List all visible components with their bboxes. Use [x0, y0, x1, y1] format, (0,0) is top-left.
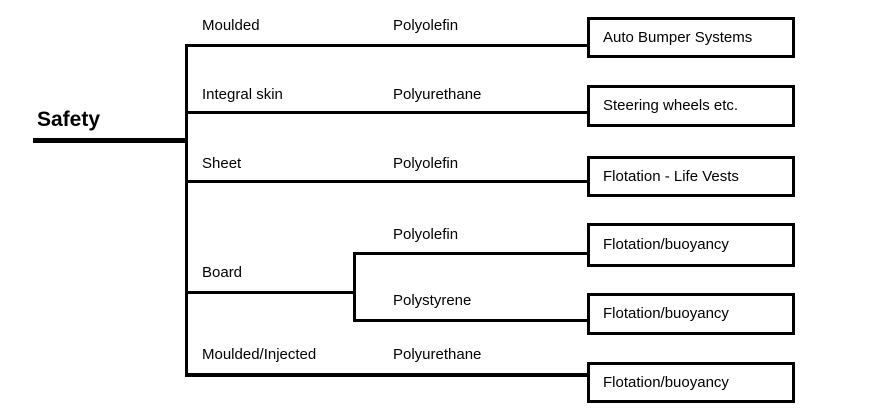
- material-label-polyurethane-2: Polyurethane: [393, 346, 482, 363]
- application-label: Flotation/buoyancy: [603, 236, 729, 253]
- root-label-safety: Safety: [37, 108, 101, 131]
- application-label: Steering wheels etc.: [603, 97, 739, 114]
- application-box-flotation-buoyancy-1: Flotation/buoyancy: [587, 223, 795, 267]
- process-label-integral-skin: Integral skin: [202, 86, 283, 103]
- branch-line-sheet: [185, 180, 587, 183]
- application-label: Flotation/buoyancy: [603, 305, 729, 322]
- application-label: Auto Bumper Systems: [603, 28, 753, 46]
- application-box-flotation-buoyancy-3: Flotation/buoyancy: [587, 362, 795, 403]
- main-trunk-line: [185, 44, 188, 377]
- material-label-polystyrene: Polystyrene: [393, 292, 472, 309]
- application-box-life-vests: Flotation - Life Vests: [587, 156, 795, 197]
- branch-line-board: [185, 291, 356, 294]
- application-label: Flotation/buoyancy: [603, 373, 729, 391]
- root-connector-line: [33, 138, 188, 143]
- branch-line-integral-skin: [185, 111, 587, 114]
- board-fork-trunk-line: [353, 252, 356, 322]
- branch-line-board-polystyrene: [353, 319, 587, 322]
- process-label-moulded-injected: Moulded/Injected: [202, 346, 317, 363]
- process-label-sheet: Sheet: [202, 155, 242, 172]
- material-label-polyurethane-1: Polyurethane: [393, 86, 482, 103]
- branch-line-board-polyolefin: [353, 252, 587, 255]
- material-label-polyolefin-1: Polyolefin: [393, 17, 459, 34]
- application-box-auto-bumper: Auto Bumper Systems: [587, 17, 795, 58]
- branch-line-moulded-injected: [185, 373, 587, 377]
- material-label-polyolefin-2: Polyolefin: [393, 155, 459, 172]
- process-label-moulded: Moulded: [202, 17, 260, 34]
- application-label: Flotation - Life Vests: [603, 167, 739, 185]
- application-box-steering-wheels: Steering wheels etc.: [587, 85, 795, 127]
- material-label-polyolefin-3: Polyolefin: [393, 226, 459, 243]
- application-box-flotation-buoyancy-2: Flotation/buoyancy: [587, 293, 795, 335]
- branch-line-moulded: [185, 44, 587, 47]
- process-label-board: Board: [202, 264, 243, 281]
